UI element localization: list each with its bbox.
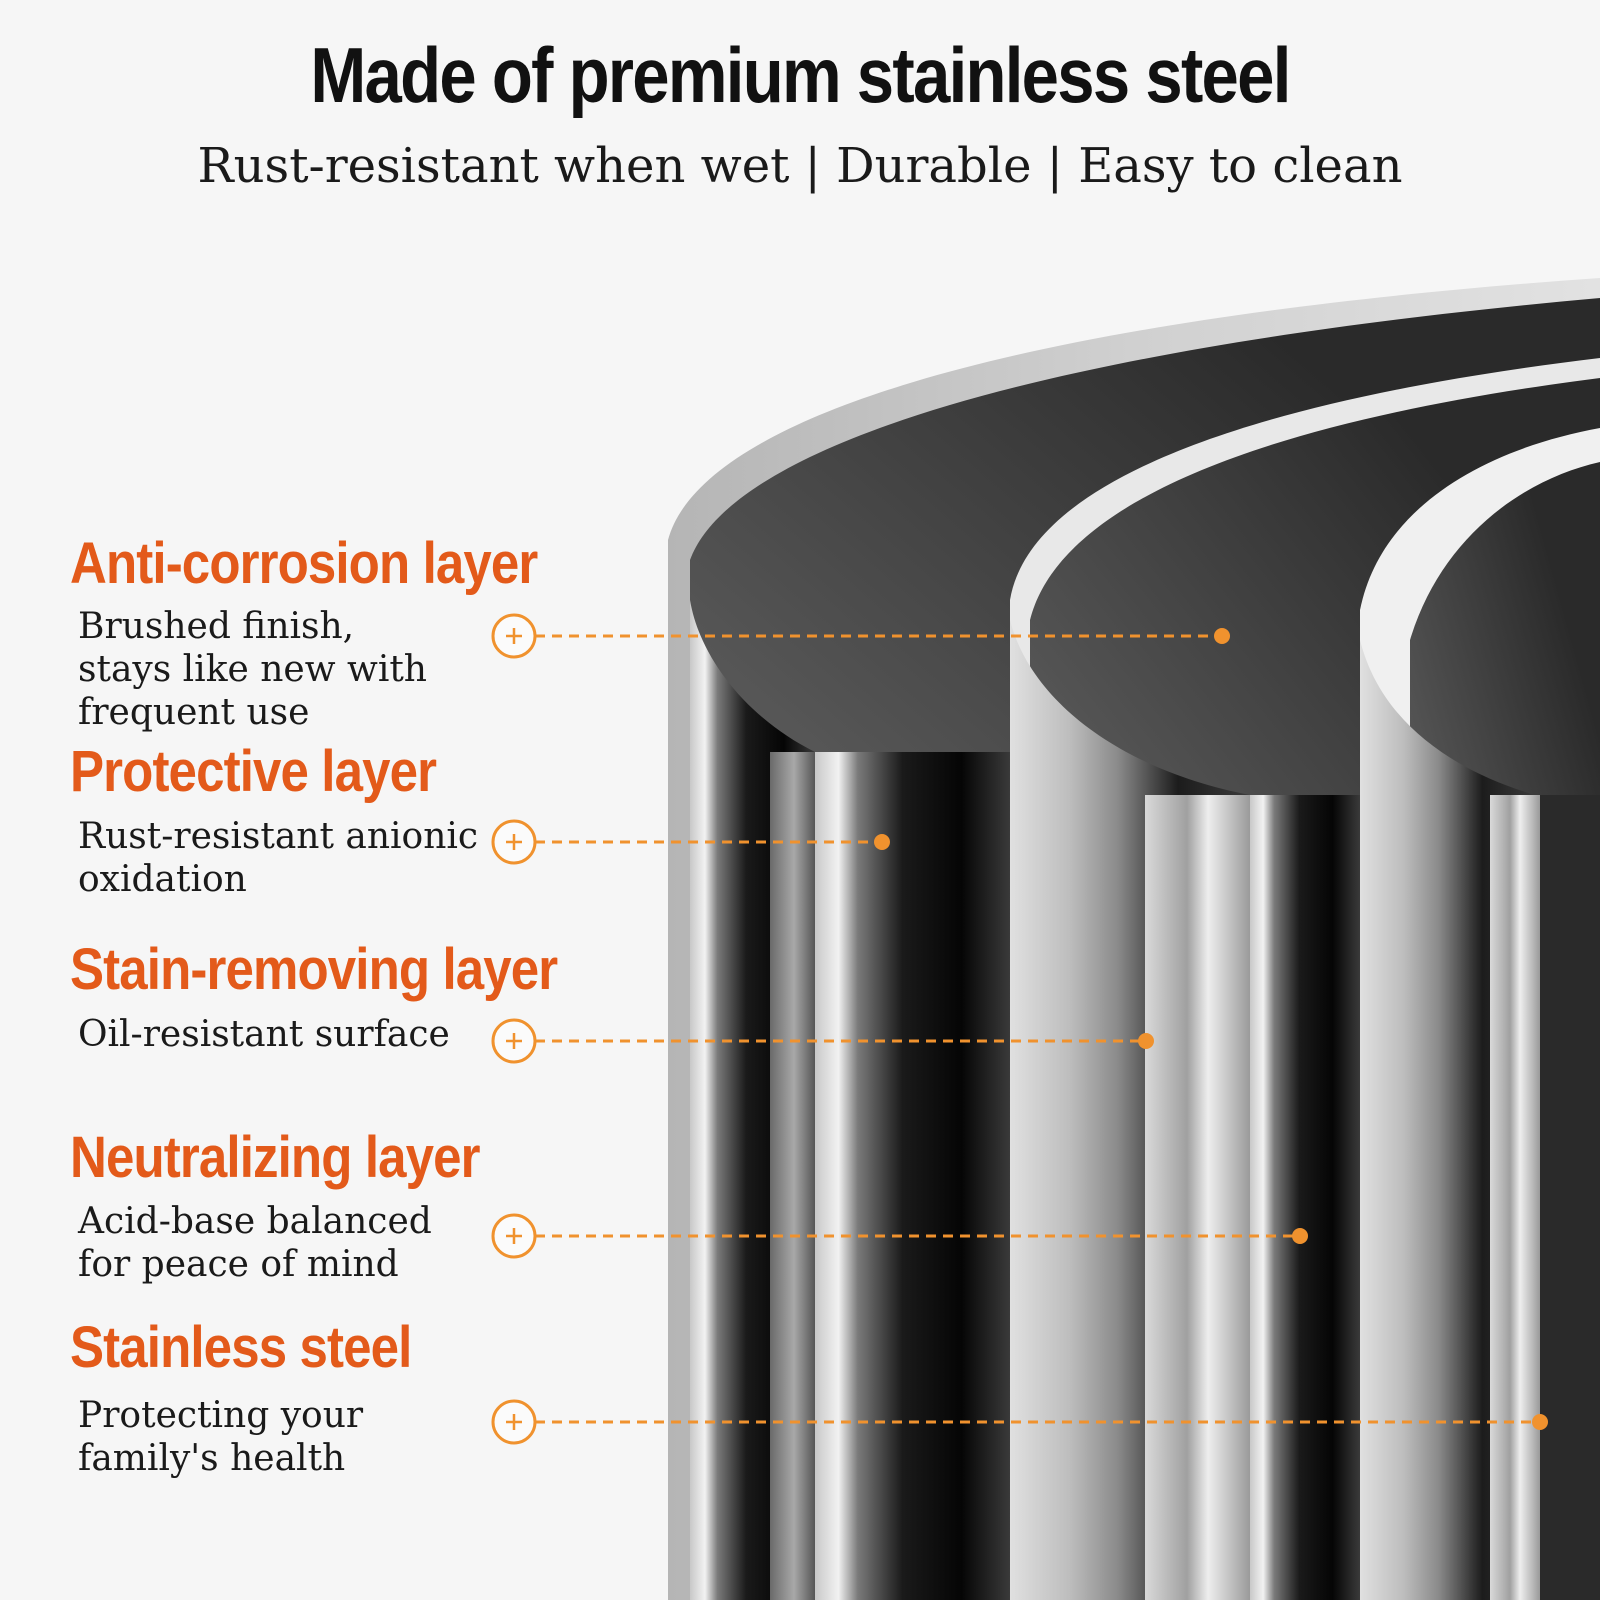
layer-title-stain-removing: Stain-removing layer: [70, 937, 558, 1002]
layer-title-neutralizing: Neutralizing layer: [70, 1125, 481, 1190]
callout-dot: [1138, 1033, 1154, 1049]
page-title: Made of premium stainless steel: [310, 31, 1291, 119]
layer-title-anti-corrosion: Anti-corrosion layer: [70, 531, 538, 596]
callout-neutralizing: [491, 1213, 1308, 1259]
layer-title-protective: Protective layer: [70, 739, 437, 804]
page-subtitle: Rust-resistant when wet | Durable | Easy…: [197, 138, 1403, 194]
layer-desc-stainless-steel: Protecting your family's health: [78, 1395, 364, 1479]
layer-desc-protective: Rust-resistant anionic oxidation: [78, 816, 479, 900]
callout-anti-corrosion: [491, 613, 1230, 659]
callout-dot: [1292, 1228, 1308, 1244]
callout-stain-removing: [491, 1018, 1154, 1064]
layer-title-stainless-steel: Stainless steel: [70, 1315, 412, 1380]
callout-stainless-steel: [491, 1399, 1548, 1445]
callout-dot: [1214, 628, 1230, 644]
layer-desc-anti-corrosion: Brushed finish, stays like new with freq…: [78, 606, 427, 733]
callout-dot: [874, 834, 890, 850]
layer-desc-stain-removing: Oil-resistant surface: [78, 1014, 450, 1055]
callout-dot: [1532, 1414, 1548, 1430]
layer-desc-neutralizing: Acid-base balanced for peace of mind: [78, 1201, 432, 1285]
callout-protective: [491, 819, 890, 865]
